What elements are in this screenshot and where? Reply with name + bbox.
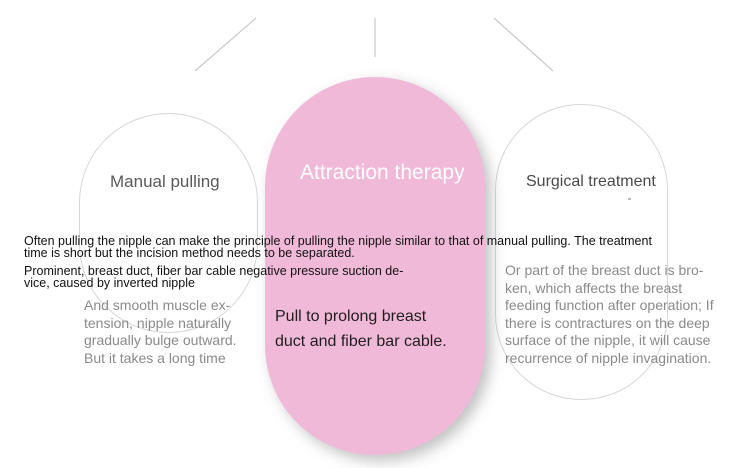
description-line: gradually bulge outward. xyxy=(84,332,237,348)
description-line: recurrence of nipple invagination. xyxy=(505,349,712,366)
description-line: ken, which affects the breast xyxy=(505,279,683,296)
attraction-therapy-title: Attraction therapy xyxy=(300,161,465,184)
description-line: tension, nipple naturally xyxy=(84,314,232,331)
attraction-therapy-description: Pull to prolong breast duct and fiber ba… xyxy=(275,304,447,354)
description-line: Pull to prolong breast xyxy=(275,308,427,325)
description-line: feeding function after operation; If xyxy=(505,297,714,313)
surgical-treatment-title: Surgical treatment xyxy=(526,173,656,190)
description-line: But it takes a long time xyxy=(84,349,226,366)
overlay-line: time is short but the incision method ne… xyxy=(24,246,355,260)
attraction-therapy-capsule xyxy=(265,77,485,455)
overlay-line: Prominent, breast duct, fiber bar cable … xyxy=(24,264,404,278)
description-line: there is contractures on the deep xyxy=(505,314,710,331)
manual-pulling-title: Manual pulling xyxy=(110,172,220,191)
manual-pulling-description: And smooth muscle ex- tension, nipple na… xyxy=(84,297,237,367)
description-line: surface of the nipple, it will cause xyxy=(505,332,711,348)
description-line: Or part of the breast duct is bro- xyxy=(505,262,704,278)
overlay-line: vice, caused by inverted nipple xyxy=(24,276,195,290)
surgical-treatment-capsule xyxy=(495,104,668,400)
connector-left xyxy=(194,17,257,72)
manual-pulling-capsule xyxy=(79,113,258,333)
overlay-line: Often pulling the nipple can make the pr… xyxy=(24,234,652,248)
description-line: duct and fiber bar cable. xyxy=(275,333,447,350)
overlay-text-device: Prominent, breast duct, fiber bar cable … xyxy=(24,264,404,290)
decorative-dot xyxy=(628,198,631,200)
description-line: And smooth muscle ex- xyxy=(84,297,231,313)
connector-right xyxy=(493,17,554,72)
surgical-treatment-description: Or part of the breast duct is bro- ken, … xyxy=(505,262,714,367)
overlay-text-principle: Often pulling the nipple can make the pr… xyxy=(24,234,652,260)
